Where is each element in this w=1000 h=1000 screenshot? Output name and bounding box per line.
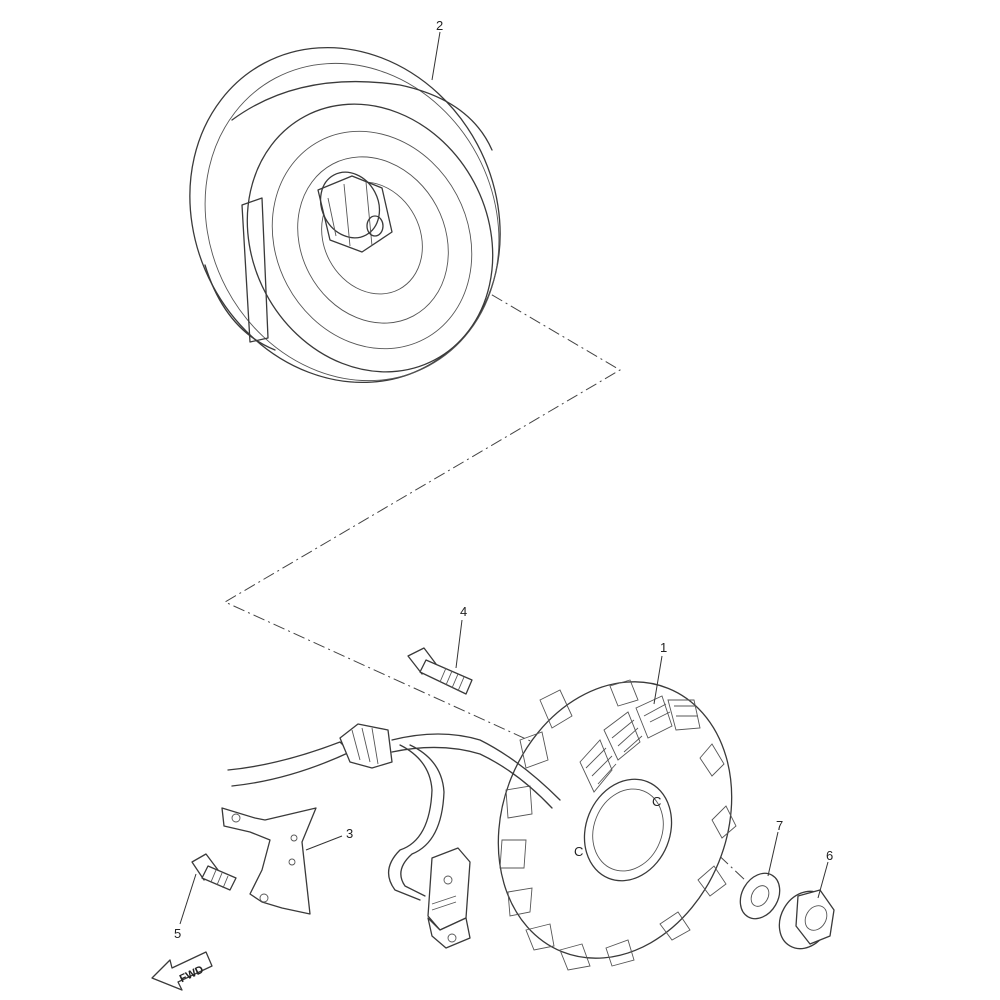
washer — [739, 872, 781, 920]
leader-lines — [179, 31, 829, 925]
callout-3: 3 — [346, 826, 353, 841]
wire-harness — [227, 723, 561, 901]
callout-6: 6 — [826, 848, 833, 863]
callout-5: 5 — [174, 926, 181, 941]
callout-4: 4 — [460, 604, 467, 619]
flange-nut — [778, 889, 835, 950]
callout-7: 7 — [776, 818, 783, 833]
forward-direction-arrow: FWD — [151, 951, 213, 991]
pickup-coil — [427, 847, 471, 949]
callout-1: 1 — [660, 640, 667, 655]
rotor-flywheel — [189, 46, 501, 384]
wire-clamp-bracket — [221, 807, 317, 915]
stator-mark-upper: C — [652, 794, 661, 809]
long-bolt — [407, 647, 473, 695]
short-screw — [191, 853, 237, 891]
stator-coil-assembly: C C — [497, 679, 737, 971]
stator-mark-lower: C — [574, 844, 583, 859]
callout-2: 2 — [436, 18, 443, 33]
